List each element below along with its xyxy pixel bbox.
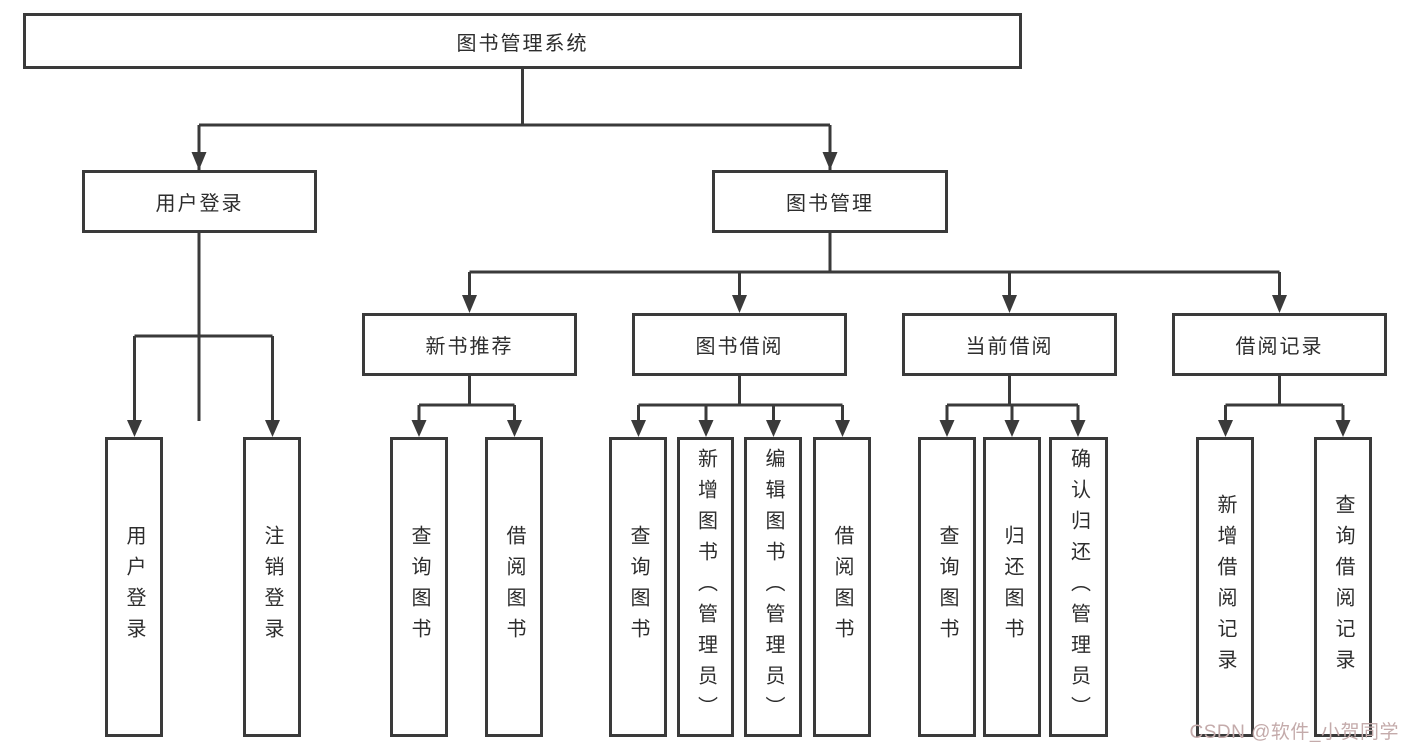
- arrowheads: [127, 152, 1351, 437]
- node-label: 查询图书: [627, 525, 649, 649]
- node-label: 图书管理系统: [456, 32, 589, 55]
- node-root: 图书管理系统: [23, 13, 1022, 69]
- leaf-return-book: 归还图书: [983, 437, 1041, 737]
- node-label: 新书推荐: [425, 336, 514, 358]
- leaf-borrow-book-2: 借阅图书: [813, 437, 871, 737]
- leaf-add-book-admin: 新增图书（管理员）: [677, 437, 734, 737]
- connector-root-to-level2: [197, 69, 832, 421]
- node-label: 归还图书: [1001, 525, 1023, 649]
- node-label: 注销登录: [261, 525, 283, 649]
- connector-userlogin-to-leaves: [133, 233, 274, 421]
- connector-bookmgmt-to-level3: [468, 233, 1281, 297]
- node-label: 借阅图书: [503, 525, 525, 649]
- leaf-borrow-book-1: 借阅图书: [485, 437, 543, 737]
- node-book-management: 图书管理: [712, 170, 948, 233]
- node-label: 确认归还（管理员）: [1067, 447, 1090, 727]
- node-label: 图书管理: [786, 193, 874, 215]
- node-label: 编辑图书（管理员）: [762, 447, 784, 727]
- leaf-query-book-2: 查询图书: [609, 437, 667, 737]
- leaf-logout: 注销登录: [243, 437, 301, 737]
- node-label: 图书借阅: [695, 336, 784, 358]
- node-new-book-recommend: 新书推荐: [362, 313, 577, 376]
- node-label: 用户登录: [123, 525, 145, 649]
- leaf-add-borrow-record: 新增借阅记录: [1196, 437, 1254, 737]
- node-label: 查询图书: [408, 525, 430, 649]
- node-label: 当前借阅: [965, 336, 1054, 358]
- watermark-csdn: CSDN @软件_小贺同学: [1189, 722, 1399, 743]
- node-borrow-records: 借阅记录: [1172, 313, 1387, 376]
- node-book-borrow: 图书借阅: [632, 313, 847, 376]
- leaf-query-book-1: 查询图书: [390, 437, 448, 737]
- leaf-query-borrow-record: 查询借阅记录: [1314, 437, 1372, 737]
- leaf-query-book-3: 查询图书: [918, 437, 976, 737]
- node-label: 新增借阅记录: [1214, 494, 1236, 680]
- node-label: 借阅图书: [831, 525, 853, 649]
- leaf-confirm-return-admin: 确认归还（管理员）: [1049, 437, 1108, 737]
- connector-borrow-to-leaves: [637, 376, 844, 421]
- node-user-login: 用户登录: [82, 170, 317, 233]
- connector-newbook-to-leaves: [417, 376, 516, 421]
- node-current-borrow: 当前借阅: [902, 313, 1117, 376]
- leaf-user-login: 用户登录: [105, 437, 163, 737]
- node-label: 用户登录: [155, 193, 244, 215]
- node-label: 借阅记录: [1235, 336, 1324, 358]
- node-label: 查询图书: [936, 525, 958, 649]
- node-label: 新增图书（管理员）: [694, 447, 717, 727]
- connector-records-to-leaves: [1224, 376, 1345, 421]
- connector-current-to-leaves: [945, 376, 1080, 421]
- node-label: 查询借阅记录: [1332, 494, 1354, 680]
- leaf-edit-book-admin: 编辑图书（管理员）: [744, 437, 802, 737]
